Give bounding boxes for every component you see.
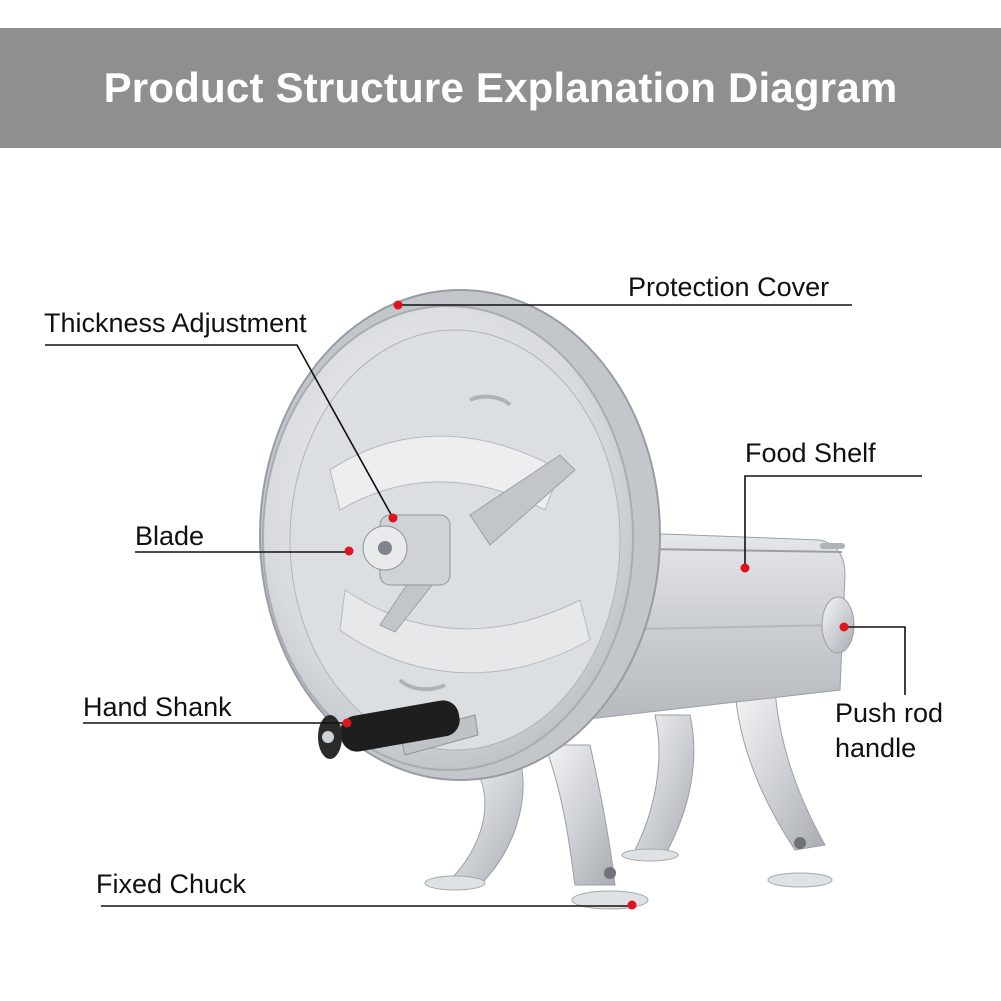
push-rod-knob xyxy=(821,596,855,654)
label-fixed-chuck: Fixed Chuck xyxy=(96,869,247,899)
label-push-rod-handle-line2: handle xyxy=(835,733,917,763)
label-blade: Blade xyxy=(135,521,205,551)
marker-thickness-adjustment xyxy=(388,513,398,523)
suction-feet xyxy=(424,837,833,910)
label-protection-cover: Protection Cover xyxy=(628,272,830,302)
marker-hand-shank xyxy=(342,718,352,728)
leader-thickness-adjustment xyxy=(45,344,394,519)
cutting-disc xyxy=(289,329,621,751)
page-title: Product Structure Explanation Diagram xyxy=(103,64,898,111)
thickness-adjustment-hub xyxy=(362,514,451,586)
leader-push-rod-handle xyxy=(844,626,906,695)
marker-protection-cover xyxy=(393,300,403,310)
label-hand-shank: Hand Shank xyxy=(83,692,232,722)
label-push-rod-handle-line1: Push rod xyxy=(835,698,944,728)
marker-push-rod-handle xyxy=(839,622,849,632)
hand-shank-crank xyxy=(318,700,479,759)
stand-legs xyxy=(448,689,826,886)
label-thickness-adjustment: Thickness Adjustment xyxy=(44,308,307,338)
marker-food-shelf xyxy=(740,563,750,573)
marker-fixed-chuck xyxy=(627,900,637,910)
callout-markers xyxy=(342,300,849,910)
leader-food-shelf xyxy=(744,475,922,568)
marker-blade xyxy=(344,546,354,556)
title-banner: Product Structure Explanation Diagram xyxy=(0,28,1001,148)
label-food-shelf: Food Shelf xyxy=(745,438,876,468)
leader-lines xyxy=(45,304,922,907)
